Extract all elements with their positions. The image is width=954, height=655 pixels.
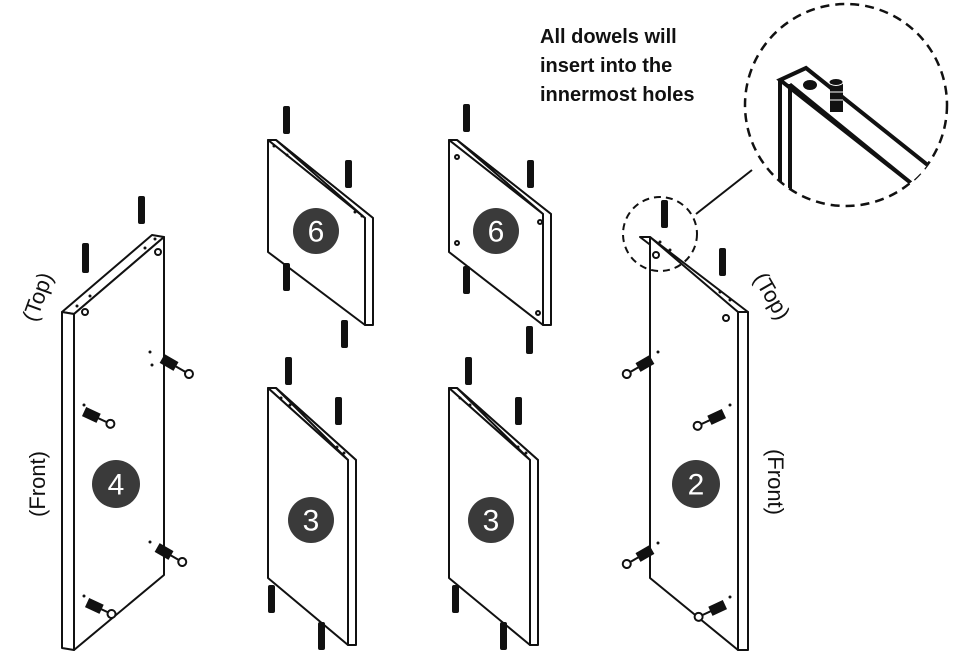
zoom-dowel — [828, 78, 844, 112]
note-line-3: innermost holes — [540, 84, 694, 106]
dowel-set-panel-3-right — [452, 357, 522, 650]
badge-2: 2 — [672, 460, 720, 508]
badge-6-left-label: 6 — [308, 216, 325, 249]
badge-3-right: 3 — [468, 497, 514, 543]
badge-3-left: 3 — [288, 497, 334, 543]
cam-bolts-panel-4 — [81, 350, 194, 619]
badge-4-label: 4 — [108, 469, 125, 502]
callout-leader-line — [695, 169, 753, 215]
cam-bolts-panel-2 — [621, 350, 732, 622]
badge-3-right-label: 3 — [483, 505, 500, 538]
callout-small-circle — [622, 196, 698, 272]
panel-4 — [61, 234, 165, 651]
note-line-1: All dowels will — [540, 26, 677, 48]
badge-4: 4 — [92, 460, 140, 508]
badge-2-label: 2 — [688, 469, 705, 502]
panel-2 — [639, 236, 749, 651]
badge-6-right-label: 6 — [488, 216, 505, 249]
dowel-set-panel-6-left — [283, 106, 352, 348]
label-front-left: (Front) — [25, 451, 50, 517]
label-top-right: (Top) — [749, 268, 796, 324]
label-front-right: (Front) — [763, 449, 788, 515]
label-top-left: (Top) — [17, 269, 58, 325]
dowel-set-panel-4 — [82, 196, 145, 273]
dowel-set-panel-6-right — [463, 104, 534, 354]
dowel-set-panel-3-left — [268, 357, 342, 650]
dowel-set-panel-2 — [661, 200, 726, 276]
badge-6-left: 6 — [293, 208, 339, 254]
note-text: All dowels will insert into the innermos… — [540, 26, 694, 106]
badge-3-left-label: 3 — [303, 505, 320, 538]
note-line-2: insert into the — [540, 55, 672, 77]
badge-6-right: 6 — [473, 208, 519, 254]
